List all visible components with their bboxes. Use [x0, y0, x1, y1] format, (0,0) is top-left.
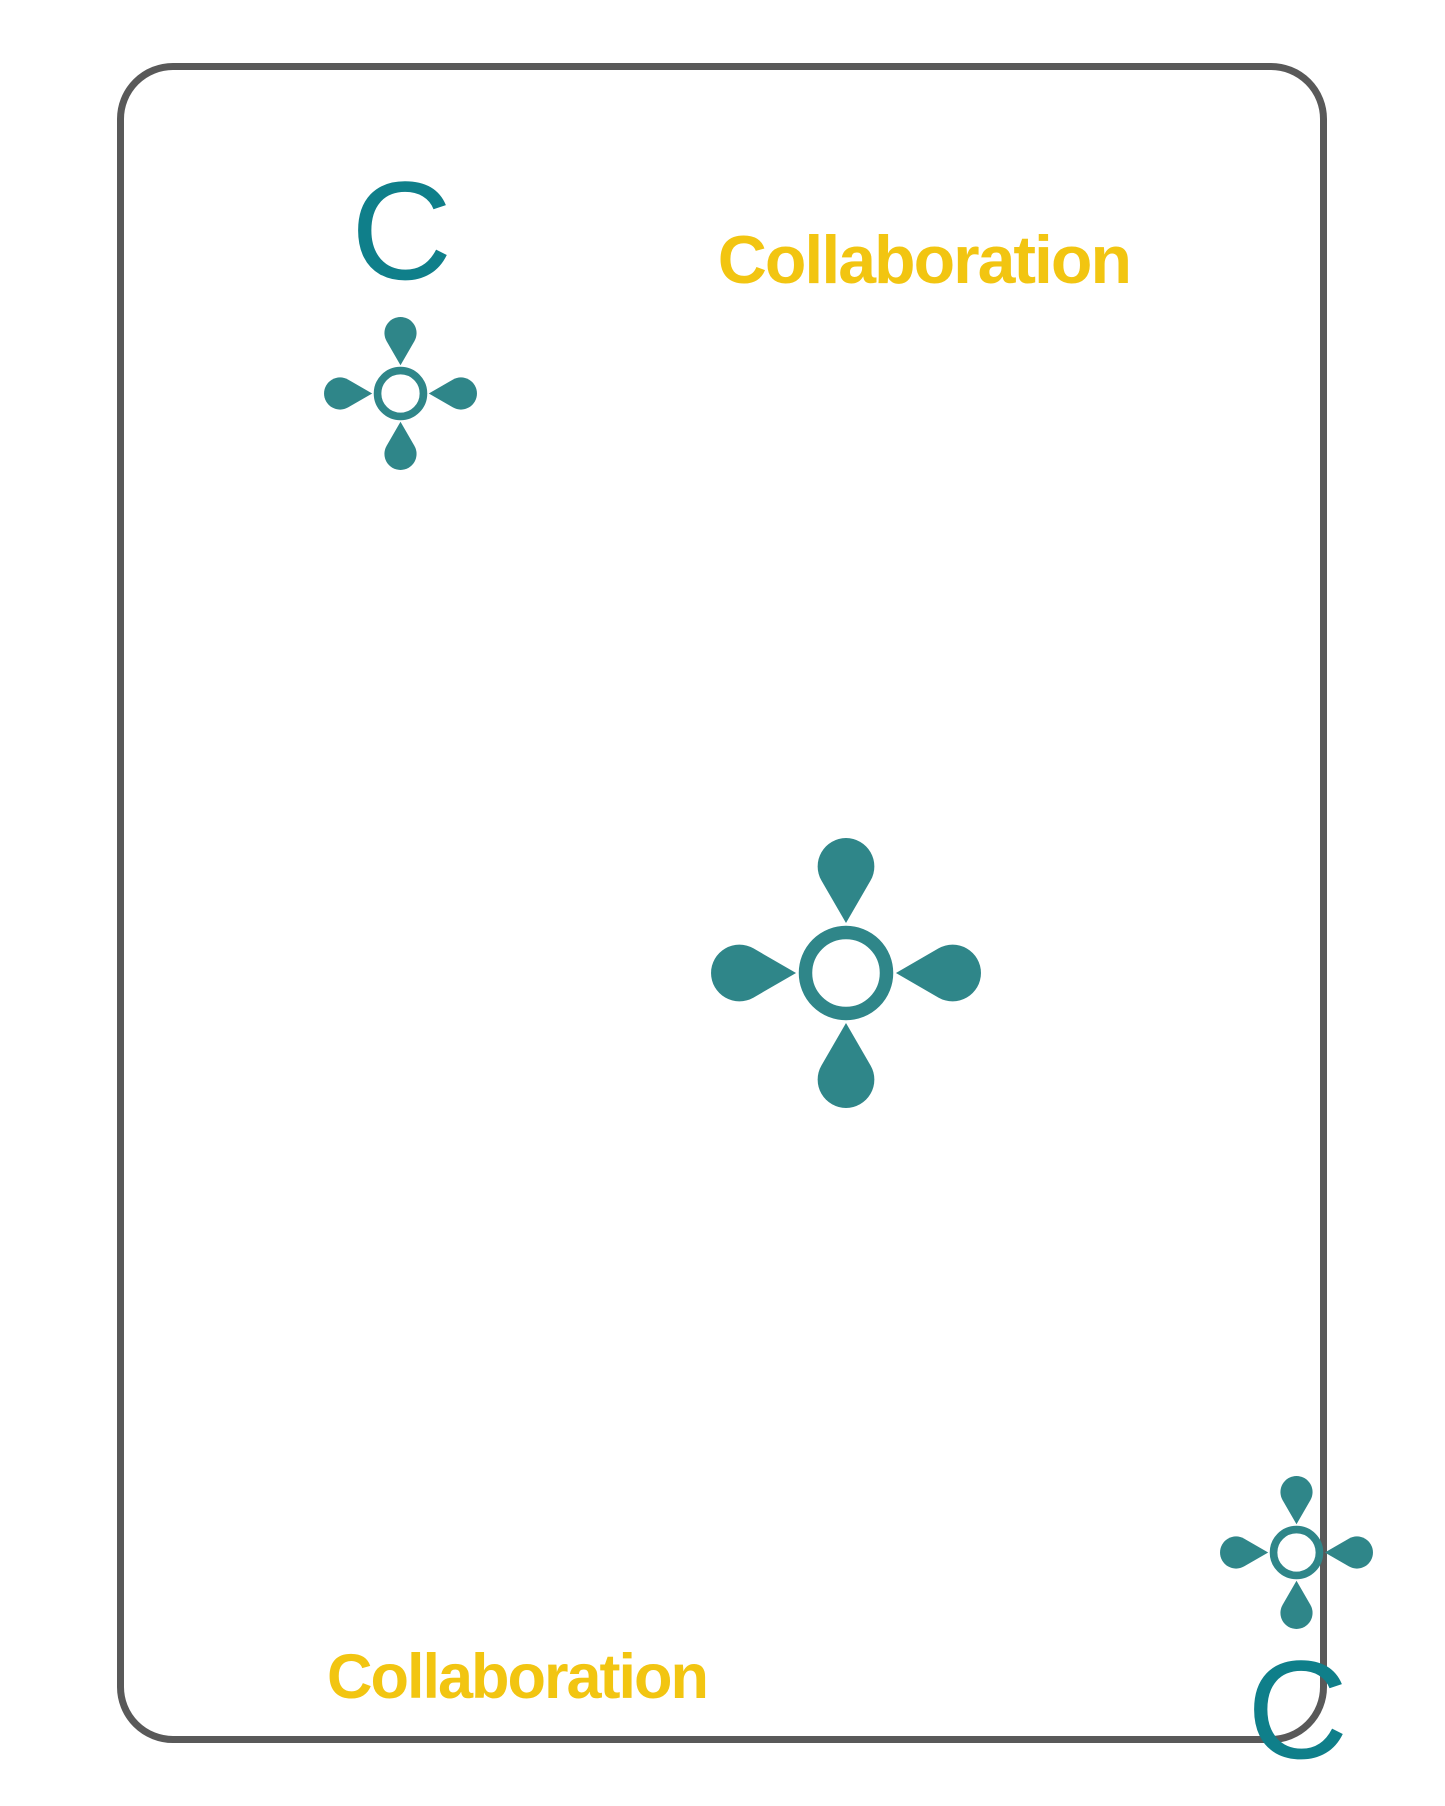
collaboration-playing-card: C Collaboration C Collaboration — [117, 63, 1373, 1780]
suit-label-top-right: Collaboration — [717, 222, 1132, 298]
four-petal-flower-icon — [711, 838, 981, 1108]
four-petal-flower-icon — [324, 317, 477, 470]
rank-letter-top-left: C — [351, 152, 453, 309]
suit-label-bottom-left: Collaboration — [327, 1642, 709, 1712]
four-petal-flower-icon — [1220, 1476, 1373, 1629]
rank-letter-bottom-right: C — [1247, 1631, 1349, 1788]
